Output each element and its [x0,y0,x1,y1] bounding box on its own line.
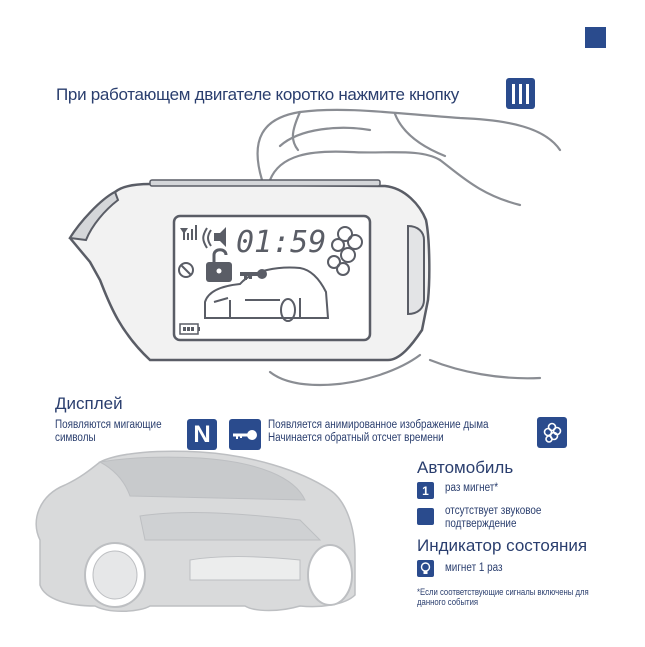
corner-marker [585,27,606,48]
led-bulb-icon [417,560,434,577]
no-sound-text: отсутствует звуковое подтверждение [445,505,542,530]
lcd-timer-text: 01:59 [236,225,326,260]
no-sound-icon [178,262,194,278]
key-button-icon [229,419,261,450]
no-sound-square-icon [417,508,434,525]
status-blink-text: мигнет 1 раз [445,562,503,574]
large-car-illustration [35,450,356,612]
hand-outline [256,108,562,387]
car-icon [204,266,330,322]
n-button-icon: N [187,419,217,450]
blink-count: 1 [422,483,429,498]
blink-count-badge: 1 [417,482,434,499]
padlock-open-icon [206,248,232,282]
smoke-text-line-1: Появляется анимированное изображение дым… [268,419,489,431]
n-icon-label: N [193,420,211,448]
instruction-text: При работающем двигателе коротко нажмите… [56,85,459,104]
speaker-icon [202,227,226,249]
car-blink-text: раз мигнет* [445,482,499,494]
smoke-info-text: Появляется анимированное изображение дым… [268,419,535,445]
blink-symbols-text: Появляются мигающие символы [55,419,162,444]
status-section-title: Индикатор состояния [417,536,588,555]
smoke-text-line-2: Начинается обратный отсчет времени [268,432,444,444]
keyfob-body [68,179,431,362]
smoke-button-icon [537,417,567,448]
smoke-icon [327,226,363,276]
display-section-title: Дисплей [55,394,123,413]
battery-icon [179,323,200,335]
signal-icon [180,225,197,240]
button-three-bars-icon [506,78,535,109]
footnote: *Если соответствующие сигналы включены д… [417,587,589,607]
car-section-title: Автомобиль [417,458,514,477]
lcd-icons [178,225,363,335]
